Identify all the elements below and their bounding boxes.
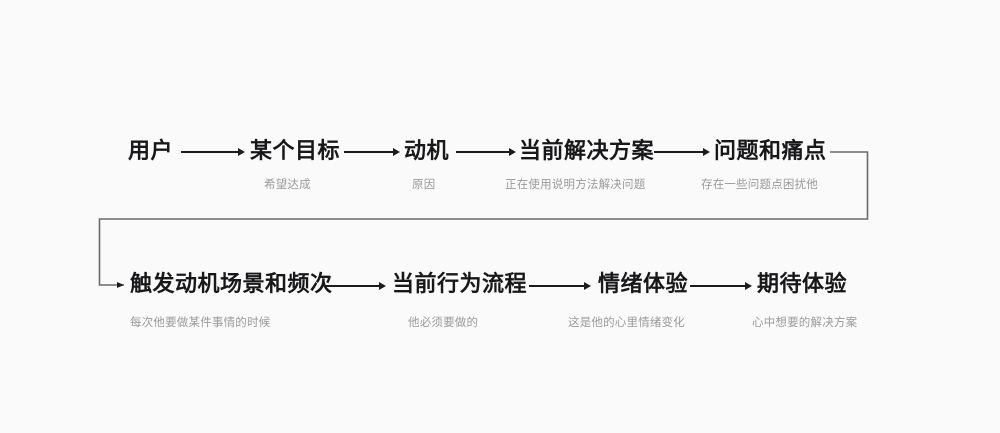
node-goal[interactable]: 某个目标 [250,140,340,162]
node-pain-points-sub: 存在一些问题点困扰他 [701,179,818,191]
arrow-shaft [690,285,746,287]
node-trigger-scenario-sub: 每次他要做某件事情的时候 [130,317,271,329]
arrow-head [393,147,400,156]
arrow-shaft [529,285,585,287]
node-user-label: 用户 [128,138,174,163]
arrow-trigger-to-behavior [324,281,386,291]
node-expected-experience[interactable]: 期待体验 [757,273,847,295]
arrow-shaft [181,151,239,153]
node-trigger-scenario-label: 触发动机场景和频次 [130,271,333,296]
node-current-behavior-label: 当前行为流程 [392,271,528,296]
node-pain-points[interactable]: 问题和痛点 [714,140,827,162]
arrow-head [379,281,386,290]
node-emotional-experience[interactable]: 情绪体验 [598,273,688,295]
arrow-shaft [654,151,704,153]
node-motivation-sub: 原因 [412,179,436,191]
node-goal-sub: 希望达成 [264,179,311,191]
node-expected-experience-sub: 心中想要的解决方案 [752,317,858,329]
arrow-solution-to-painpoint [654,147,710,157]
node-motivation[interactable]: 动机 [404,140,449,162]
node-current-solution-sub: 正在使用说明方法解决问题 [505,179,646,191]
arrow-head [703,147,710,156]
node-current-solution[interactable]: 当前解决方案 [519,140,654,162]
arrow-emotion-to-expected [690,281,752,291]
node-pain-points-label: 问题和痛点 [714,138,827,163]
arrow-goal-to-motive [344,147,400,157]
arrow-shaft [344,151,394,153]
node-emotional-experience-label: 情绪体验 [598,271,689,296]
node-current-behavior-sub: 他必须要做的 [408,317,479,329]
arrow-head [584,281,591,290]
arrow-shaft [456,151,510,153]
arrow-user-to-goal [181,147,245,157]
arrow-head [509,147,516,156]
node-user[interactable]: 用户 [128,140,173,162]
node-motivation-label: 动机 [404,138,450,163]
arrow-motive-to-solution [456,147,516,157]
node-emotional-experience-sub: 这是他的心里情绪变化 [568,317,685,329]
node-goal-label: 某个目标 [250,138,341,163]
arrow-behavior-to-emotion [529,281,591,291]
arrow-head [745,281,752,290]
node-current-solution-label: 当前解决方案 [519,138,655,163]
arrow-head [238,147,245,156]
node-expected-experience-label: 期待体验 [757,271,848,296]
wrap-connector-path [98,151,869,288]
node-trigger-scenario[interactable]: 触发动机场景和频次 [130,273,333,295]
node-current-behavior[interactable]: 当前行为流程 [392,273,527,295]
